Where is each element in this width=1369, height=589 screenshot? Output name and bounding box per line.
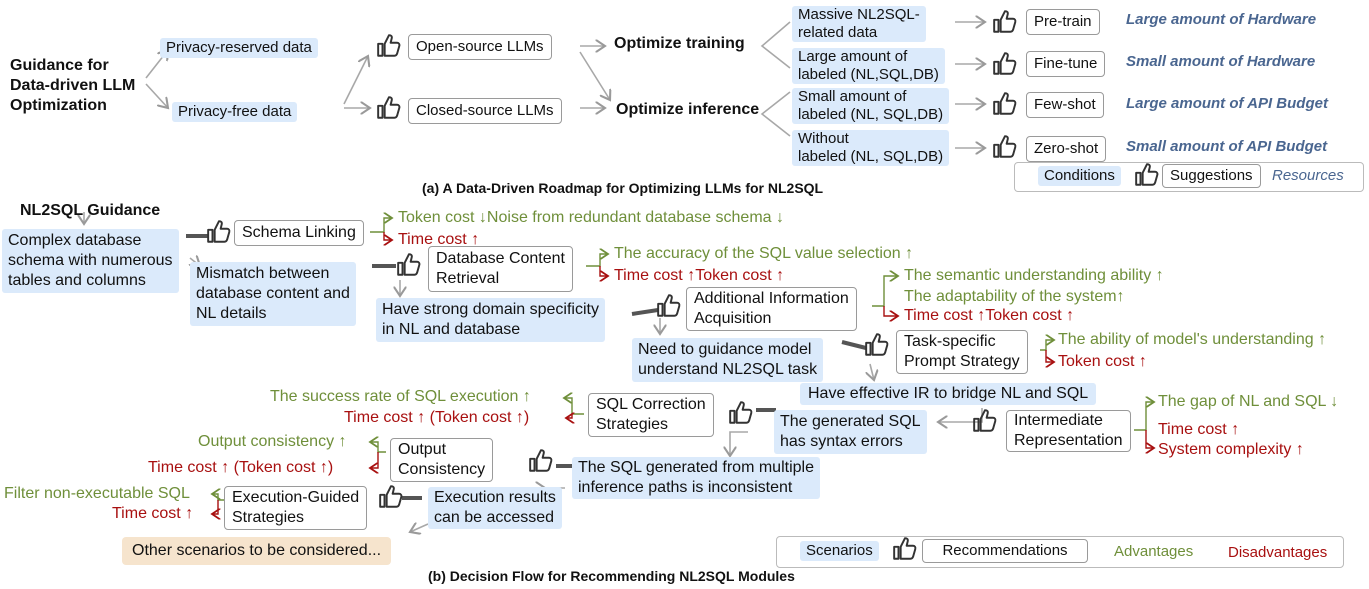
disadvantage-prompt-strategy: Token cost ↑ xyxy=(1058,353,1147,370)
caption-a: (a) A Data-Driven Roadmap for Optimizing… xyxy=(422,180,824,196)
scenario-effective-ir: Have effective IR to bridge NL and SQL xyxy=(800,383,1097,405)
advantage-adaptability: The adaptability of the system↑ xyxy=(904,288,1125,305)
thumbs-up-icon xyxy=(397,253,421,276)
advantage-content-retrieval: The accuracy of the SQL value selection … xyxy=(614,245,914,262)
disadvantage-additional-info: Time cost ↑Token cost ↑ xyxy=(904,307,1075,324)
disadvantage-schema-linking: Time cost ↑ xyxy=(398,231,480,248)
thumbs-up-icon xyxy=(865,333,889,356)
suggestion-fine-tune: Fine-tune xyxy=(1026,51,1106,77)
thumbs-up-icon xyxy=(729,401,753,424)
suggestion-pre-train: Pre-train xyxy=(1026,9,1100,35)
resource-large-api-budget: Large amount of API Budget xyxy=(1126,95,1328,112)
advantage-output-consistency: Output consistency ↑ xyxy=(198,433,347,450)
advantage-schema-linking: Token cost ↓Noise from redundant databas… xyxy=(398,209,784,226)
optimize-training: Optimize training xyxy=(614,35,745,52)
privacy-reserved-data: Privacy-reserved data xyxy=(160,38,318,58)
thumbs-up-icon xyxy=(377,96,401,119)
nl2sql-guidance-title: NL2SQL Guidance xyxy=(20,202,161,219)
legend-advantages: Advantages xyxy=(1114,543,1194,560)
disadvantage-output-consistency: Time cost ↑ (Token cost ↑) xyxy=(148,459,334,476)
thumbs-up-icon xyxy=(893,537,917,560)
open-source-llms: Open-source LLMs xyxy=(408,34,552,60)
thumbs-up-icon xyxy=(973,409,997,432)
module-schema-linking: Schema Linking xyxy=(234,220,364,246)
suggestion-zero-shot: Zero-shot xyxy=(1026,136,1107,162)
disadvantage-content-retrieval: Time cost ↑Token cost ↑ xyxy=(614,267,785,284)
privacy-free-data: Privacy-free data xyxy=(172,102,298,122)
disadvantage-execution-guided: Time cost ↑ xyxy=(112,505,194,522)
disadvantage-ir-complexity: System complexity ↑ xyxy=(1158,441,1304,458)
advantage-nl-sql-gap: The gap of NL and SQL ↓ xyxy=(1158,393,1339,410)
thumbs-up-icon xyxy=(1135,163,1159,186)
thumbs-up-icon xyxy=(377,34,401,57)
caption-b: (b) Decision Flow for Recommending NL2SQ… xyxy=(428,568,795,584)
legend-disadvantages: Disadvantages xyxy=(1228,544,1328,561)
resource-small-hardware: Small amount of Hardware xyxy=(1126,53,1316,70)
closed-source-llms: Closed-source LLMs xyxy=(408,98,562,124)
thumbs-up-icon xyxy=(529,449,553,472)
legend-scenarios: Scenarios xyxy=(800,541,879,561)
advantage-filter-non-executable: Filter non-executable SQL xyxy=(4,485,190,502)
legend-suggestions: Suggestions xyxy=(1162,164,1261,188)
advantage-semantic-understanding: The semantic understanding ability ↑ xyxy=(904,267,1164,284)
thumbs-up-icon xyxy=(993,135,1017,158)
advantage-sql-execution: The success rate of SQL execution ↑ xyxy=(270,388,531,405)
thumbs-up-icon xyxy=(993,10,1017,33)
thumbs-up-icon xyxy=(993,92,1017,115)
legend-recommendations: Recommendations xyxy=(922,539,1088,563)
thumbs-up-icon xyxy=(379,485,403,508)
thumbs-up-icon xyxy=(207,220,231,243)
suggestion-few-shot: Few-shot xyxy=(1026,92,1104,118)
resource-small-api-budget: Small amount of API Budget xyxy=(1126,138,1328,155)
advantage-model-understanding: The ability of model's understanding ↑ xyxy=(1058,331,1327,348)
legend-conditions: Conditions xyxy=(1038,166,1121,186)
resource-large-hardware: Large amount of Hardware xyxy=(1126,11,1317,28)
disadvantage-sql-correction: Time cost ↑ (Token cost ↑) xyxy=(344,409,530,426)
thumbs-up-icon xyxy=(657,294,681,317)
thumbs-up-icon xyxy=(993,52,1017,75)
condition-massive-data: Massive NL2SQL-related data xyxy=(792,6,926,42)
guidance-title: Guidance for Data-driven LLM Optimizatio… xyxy=(10,57,136,114)
disadvantage-ir-time: Time cost ↑ xyxy=(1158,421,1240,438)
legend-resources: Resources xyxy=(1272,167,1344,184)
other-scenarios: Other scenarios to be considered... xyxy=(122,537,392,565)
optimize-inference: Optimize inference xyxy=(616,101,760,118)
